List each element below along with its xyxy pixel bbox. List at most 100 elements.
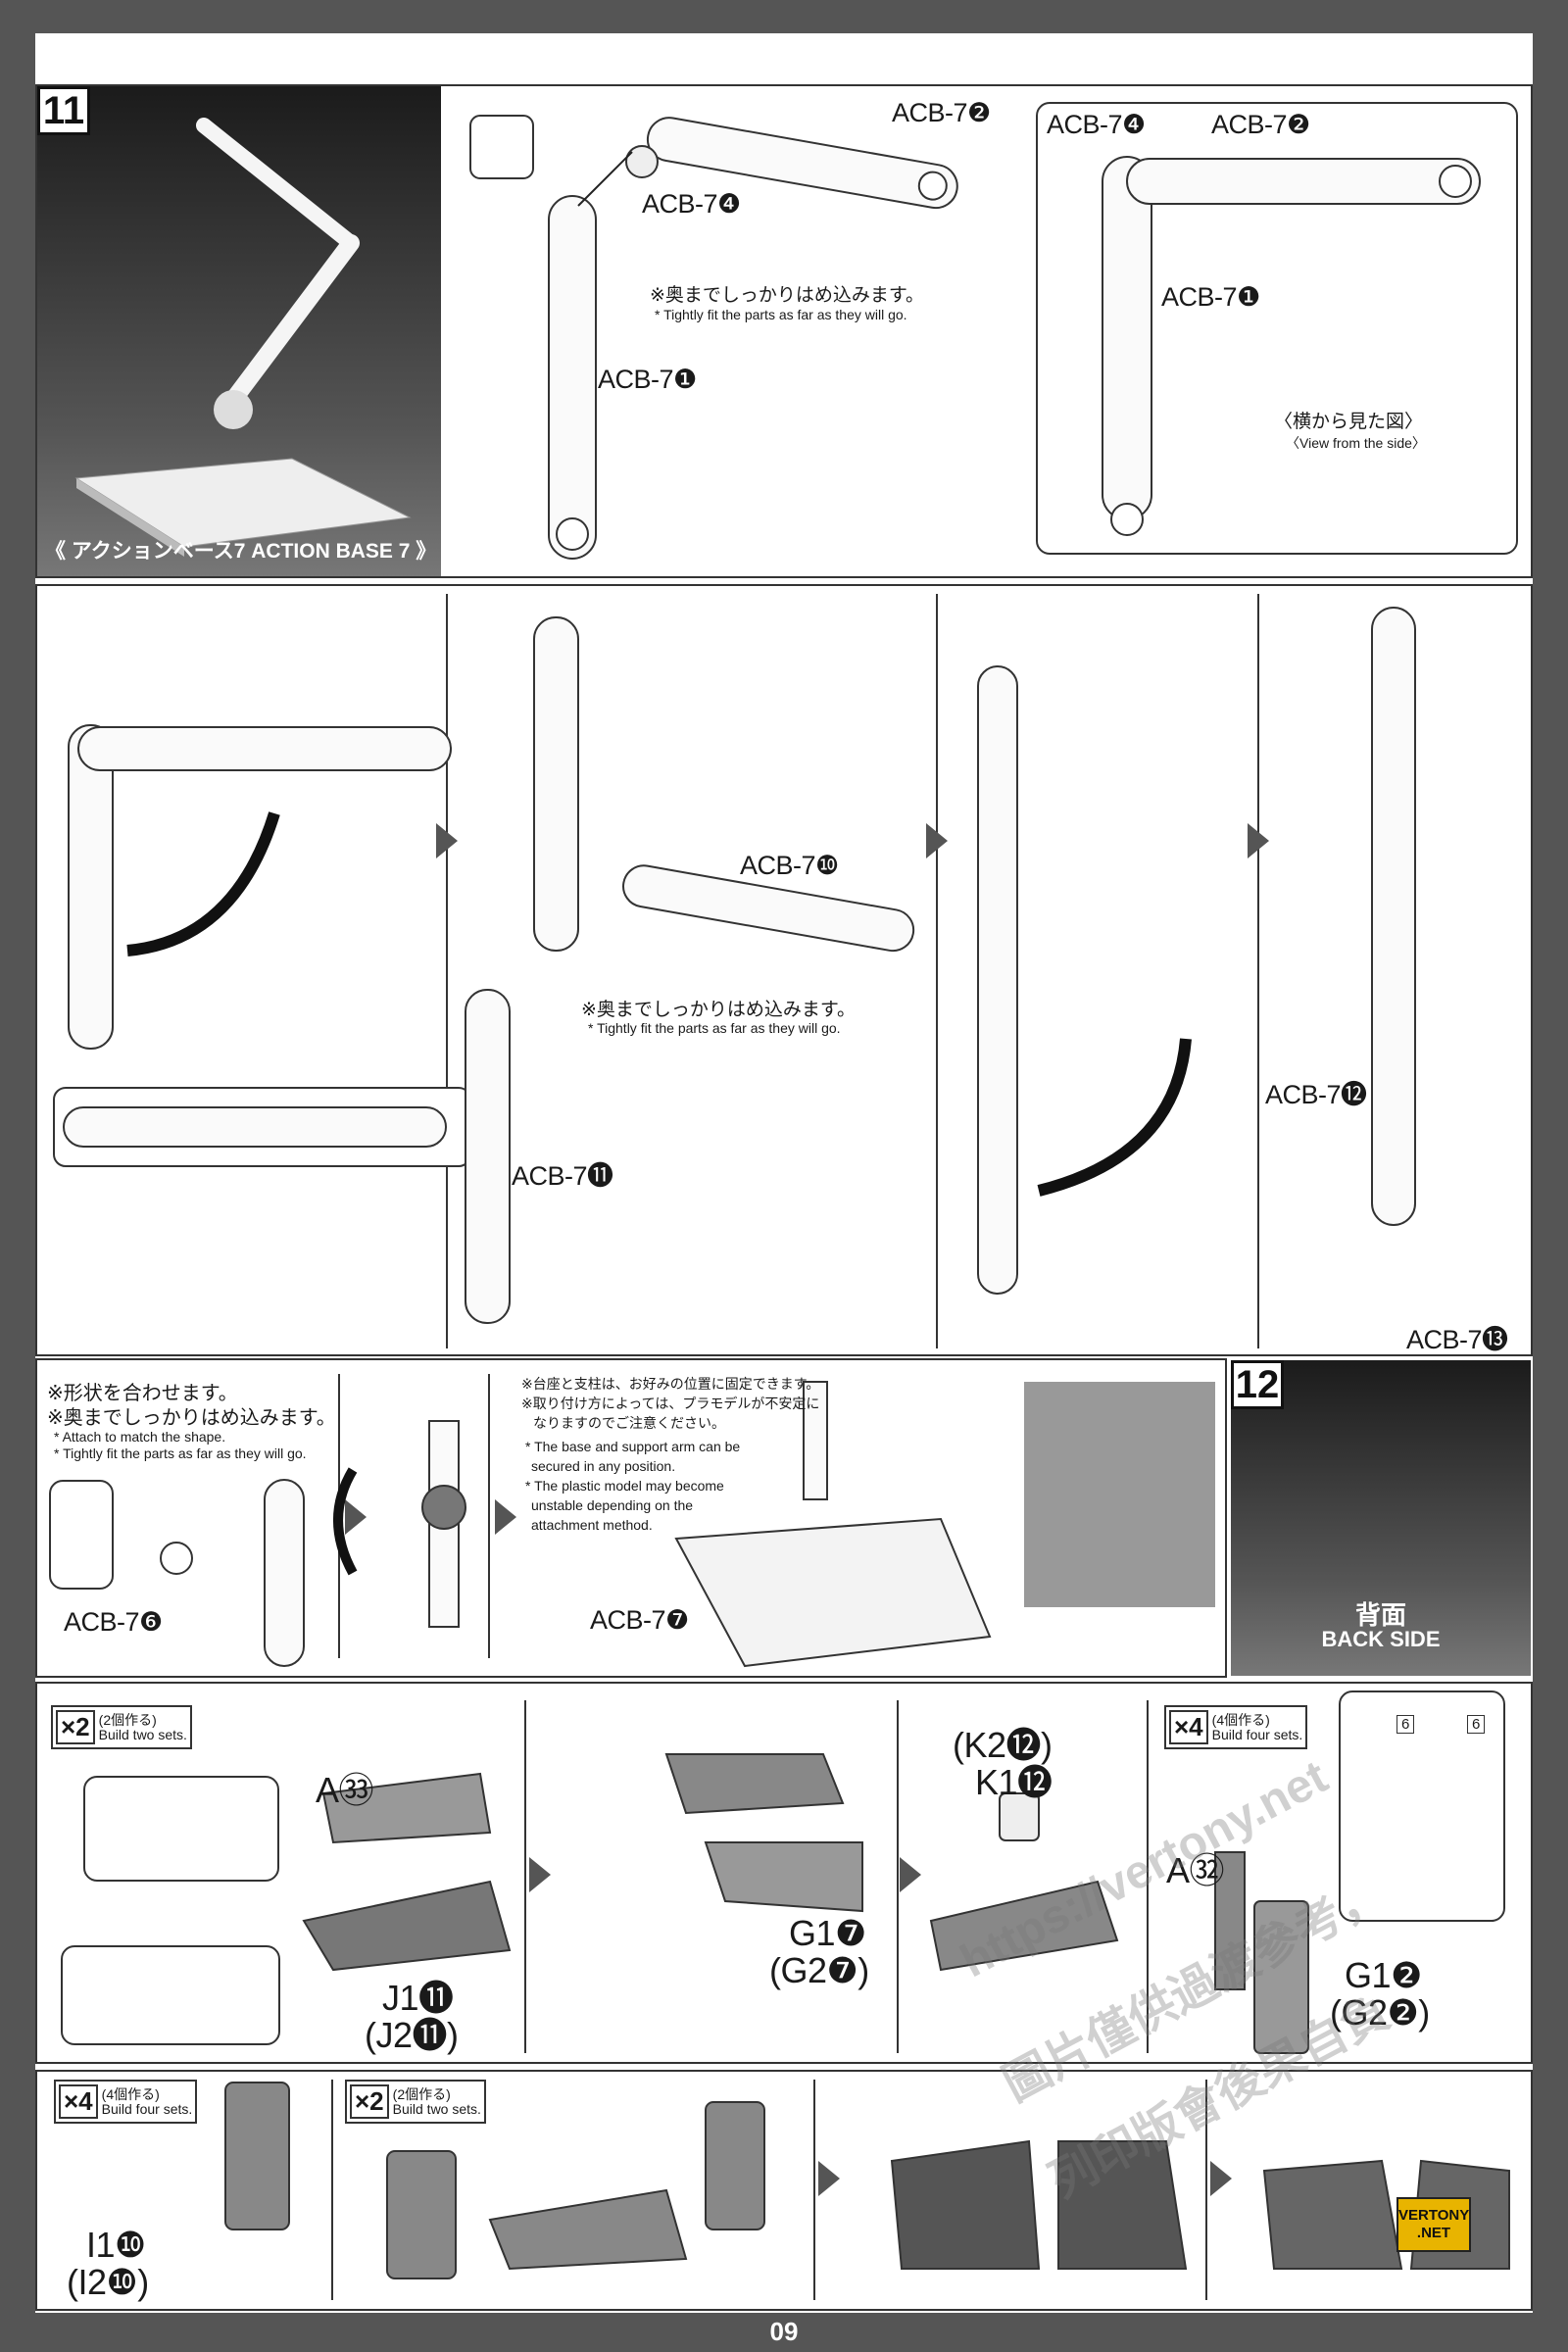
label-acb7-4: ACB-7❹ [642,189,741,219]
label-acb7-4-side: ACB-7❹ [1047,110,1146,139]
sticker-number: 6 [1467,1715,1486,1734]
side-view-diagram [1102,156,1481,536]
note-jp-2: ※奥までしっかりはめ込みます。 [581,1000,857,1020]
action-base-banner: 《 アクションベース7 ACTION BASE 7 》 [45,540,437,563]
label-g1-7: G1❼ [789,1913,866,1953]
set-jp: (4個作る) [101,2085,160,2102]
set-en: Build four sets. [1211,1726,1303,1742]
label-k2-12: (K2⓬) [953,1725,1053,1765]
divider [813,2080,815,2300]
divider [1257,594,1259,1348]
divider [488,1374,490,1658]
note-fit-en: * Tightly fit the parts as far as they w… [54,1446,307,1461]
action-base-photo [74,118,412,557]
label-acb7-6: ACB-7❻ [64,1607,163,1637]
set-count: ×2 [56,1710,95,1744]
label-acb7-2: ACB-7❷ [892,98,991,127]
label-acb7-10: ACB-7❿ [740,851,839,880]
next-arrow [926,823,948,858]
label-acb7-1-side: ACB-7❶ [1161,282,1260,312]
build-two-sets-badge: ×2(2個作る)Build two sets. [51,1705,192,1749]
set-count: ×4 [1169,1710,1208,1744]
note-position-en-3: * The plastic model may become [525,1478,724,1494]
part-detail-box [61,1945,280,2045]
note-jp: ※奥までしっかりはめ込みます。 [650,285,925,306]
side-view-jp: 〈横から見た図〉 [1274,412,1424,432]
note-shape-jp: ※形状を合わせます。 [47,1383,238,1404]
row3-diagrams [160,1381,1215,1668]
label-j2-11: (J2⓫) [365,2015,459,2055]
label-acb7-1: ACB-7❶ [598,365,697,394]
divider [1205,2080,1207,2300]
set-jp: (2個作る) [392,2085,451,2102]
next-arrow [529,1857,551,1892]
build-four-sets-badge: ×4(4個作る)Build four sets. [1164,1705,1308,1749]
set-jp: (4個作る) [1211,1711,1270,1728]
label-k1-12: K1⓬ [975,1762,1053,1802]
divider [936,594,938,1348]
label-acb7-13: ACB-7⓭ [1406,1325,1508,1354]
note-shape-en: * Attach to match the shape. [54,1429,226,1445]
arm-assembly-diagram-1 [469,115,958,560]
step-number-12: 12 [1231,1360,1284,1409]
label-g2-2: (G2❷) [1330,1992,1430,2033]
row2-panel [35,584,1533,1356]
divider [331,2080,333,2300]
label-g1-2: G1❷ [1345,1955,1422,1995]
label-i2-10: (I2❿) [67,2262,149,2302]
row2-diagrams [53,607,1416,1324]
row5-diagrams [224,2082,1510,2279]
part-detail-box [83,1776,279,1882]
set-en: Build two sets. [98,1726,187,1742]
divider [524,1700,526,2053]
step12-box: 12 背面 BACK SIDE [1231,1360,1531,1676]
set-count: ×4 [59,2084,98,2119]
row4-diagrams [302,1753,1309,2054]
divider [1147,1700,1149,2053]
sticker-number: 6 [1396,1715,1415,1734]
shape-detail-box [49,1480,114,1590]
step11-photo-box: 11 《 アクションベース7 ACTION BASE 7 》 [37,86,441,576]
note-fit-jp: ※奥までしっかりはめ込みます。 [47,1407,336,1429]
set-en: Build four sets. [101,2100,193,2117]
vertony-logo: VERTONY .NET [1396,2197,1471,2252]
note-position-jp-1: ※台座と支柱は、お好みの位置に固定できます。 [521,1376,820,1392]
note-position-jp-2: ※取り付け方によっては、プラモデルが不安定に [521,1396,820,1411]
note-en-2: * Tightly fit the parts as far as they w… [588,1020,841,1036]
label-a33: A㉝ [316,1770,374,1810]
label-acb7-11: ACB-7⓫ [512,1161,613,1191]
label-g2-7: (G2❼) [769,1950,869,1990]
next-arrow [495,1499,516,1535]
next-arrow [1210,2161,1232,2196]
next-arrow [818,2161,840,2196]
label-acb7-7: ACB-7❼ [590,1605,689,1635]
label-acb7-2-side: ACB-7❷ [1211,110,1310,139]
sticker-detail-box [1339,1690,1505,1922]
label-acb7-12: ACB-7⓬ [1265,1080,1367,1109]
label-i1-10: I1❿ [86,2225,146,2265]
label-j1-11: J1⓫ [382,1978,454,2018]
page-number: 09 [769,2317,799,2346]
next-arrow [1248,823,1269,858]
label-a32: A㉜ [1166,1850,1225,1890]
back-side-jp: 背面 [1354,1600,1406,1630]
back-side-en: BACK SIDE [1321,1627,1441,1651]
build-two-sets-badge: ×2(2個作る)Build two sets. [345,2080,486,2124]
note-position-en-4: unstable depending on the [531,1497,694,1513]
note-position-en-5: attachment method. [531,1517,653,1533]
step-number-11: 11 [37,86,90,135]
divider [446,594,448,1348]
divider [897,1700,899,2053]
set-count: ×2 [350,2084,389,2119]
next-arrow [436,823,458,858]
note-position-en-1: * The base and support arm can be [525,1439,741,1454]
note-position-en-2: secured in any position. [531,1458,676,1474]
build-four-sets-badge: ×4(4個作る)Build four sets. [54,2080,198,2124]
next-arrow [900,1857,921,1892]
next-arrow [345,1499,367,1535]
note-en: * Tightly fit the parts as far as they w… [655,307,907,322]
set-en: Build two sets. [392,2100,481,2117]
side-view-en: 〈View from the side〉 [1286,435,1426,451]
set-jp: (2個作る) [98,1711,157,1728]
note-position-jp-3: なりますのでご注意ください。 [533,1415,725,1431]
